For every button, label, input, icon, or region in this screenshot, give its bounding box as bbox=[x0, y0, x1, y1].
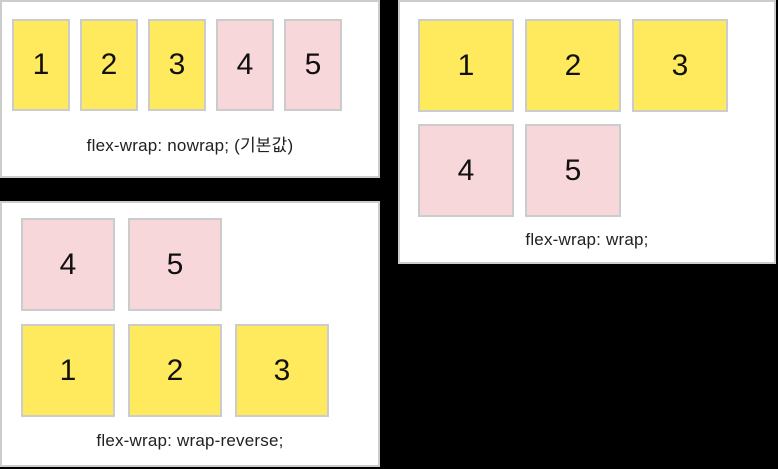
flex-item-5: 5 bbox=[128, 218, 222, 311]
flex-item-3: 3 bbox=[148, 19, 206, 111]
flex-item-5: 5 bbox=[284, 19, 342, 111]
flex-item-5: 5 bbox=[525, 124, 621, 217]
flex-item-4: 4 bbox=[21, 218, 115, 311]
flex-item-1: 1 bbox=[418, 19, 514, 112]
flex-item-4: 4 bbox=[216, 19, 274, 111]
flex-container-wrap-reverse: 1 2 3 4 5 bbox=[2, 203, 378, 417]
flex-container-nowrap: 1 2 3 4 5 bbox=[2, 2, 378, 111]
panel-flex-wrap-nowrap: 1 2 3 4 5 flex-wrap: nowrap; (기본값) bbox=[0, 0, 380, 178]
panel-label-nowrap: flex-wrap: nowrap; (기본값) bbox=[86, 136, 294, 155]
flex-item-1: 1 bbox=[21, 324, 115, 417]
panel-label-wrap-reverse: flex-wrap: wrap-reverse; bbox=[96, 431, 284, 450]
panel-flex-wrap-wrap: 1 2 3 4 5 flex-wrap: wrap; bbox=[398, 0, 776, 264]
flex-item-1: 1 bbox=[12, 19, 70, 111]
flex-item-2: 2 bbox=[80, 19, 138, 111]
flex-item-2: 2 bbox=[525, 19, 621, 112]
flex-item-3: 3 bbox=[235, 324, 329, 417]
panel-label-wrap: flex-wrap: wrap; bbox=[525, 229, 649, 249]
flex-item-3: 3 bbox=[632, 19, 728, 112]
flex-container-wrap: 1 2 3 4 5 bbox=[400, 2, 774, 217]
panel-flex-wrap-wrap-reverse: 1 2 3 4 5 flex-wrap: wrap-reverse; bbox=[0, 201, 380, 467]
flex-item-4: 4 bbox=[418, 124, 514, 217]
flex-item-2: 2 bbox=[128, 324, 222, 417]
